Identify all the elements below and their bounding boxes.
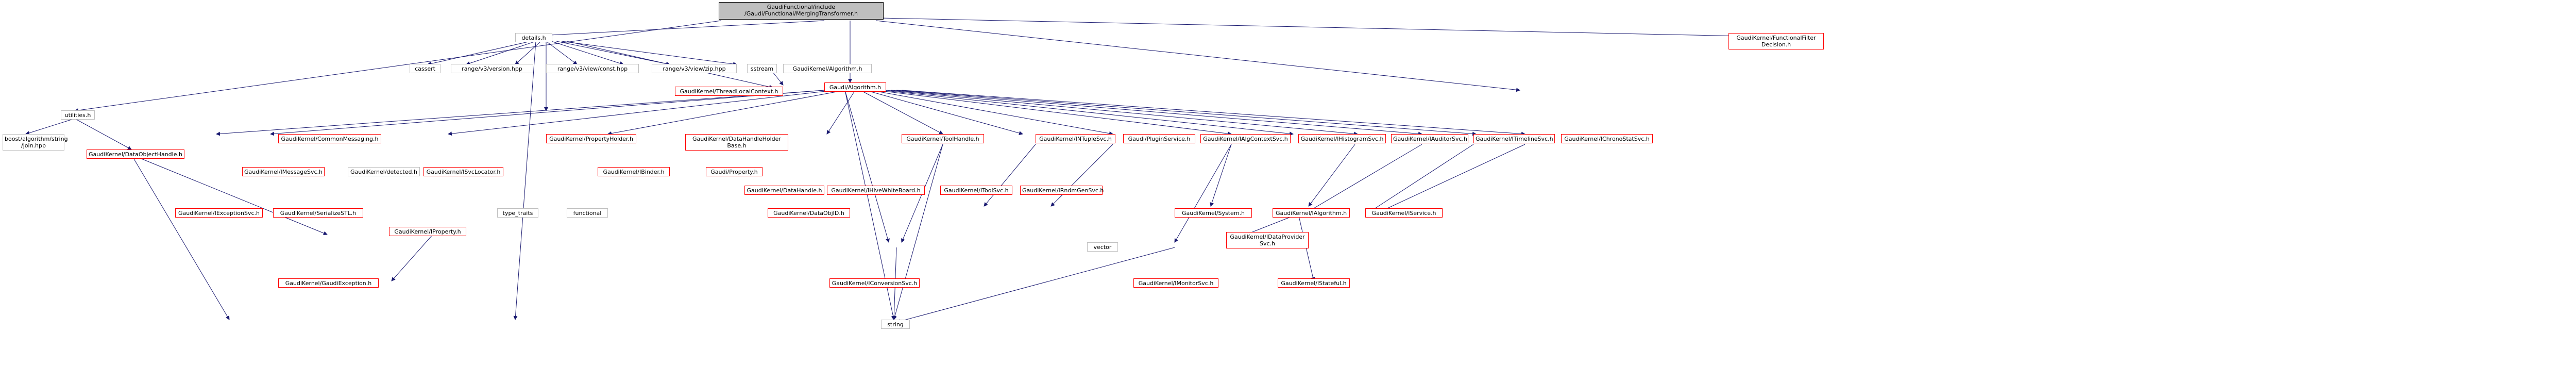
node-i-property[interactable]: GaudiKernel/IProperty.h [389, 227, 466, 236]
node-gk-algorithm-h[interactable]: GaudiKernel/Algorithm.h [783, 64, 872, 73]
node-tool-handle[interactable]: GaudiKernel/ToolHandle.h [902, 134, 984, 143]
node-monitor-svc[interactable]: GaudiKernel/IMonitorSvc.h [1133, 278, 1218, 288]
node-string[interactable]: string [881, 320, 910, 329]
node-tool-svc[interactable]: GaudiKernel/IToolSvc.h [940, 186, 1012, 195]
node-property-holder[interactable]: GaudiKernel/PropertyHolder.h [546, 134, 636, 143]
node-property-h[interactable]: Gaudi/Property.h [706, 167, 762, 176]
node-data-obj-id[interactable]: GaudiKernel/DataObjID.h [768, 208, 850, 218]
node-timeline-svc[interactable]: GaudiKernel/ITimelineSvc.h [1473, 134, 1555, 143]
node-svc-locator[interactable]: GaudiKernel/ISvcLocator.h [423, 167, 503, 176]
node-sstream[interactable]: sstream [747, 64, 777, 73]
node-gaudi-exception[interactable]: GaudiKernel/GaudiException.h [278, 278, 379, 288]
node-data-handle-holder[interactable]: GaudiKernel/DataHandleHolder Base.h [685, 134, 788, 151]
node-i-stateful[interactable]: GaudiKernel/IStateful.h [1278, 278, 1350, 288]
node-alg-context-svc[interactable]: GaudiKernel/IAlgContextSvc.h [1200, 134, 1291, 143]
node-boost-join[interactable]: boost/algorithm/string /join.hpp [3, 134, 68, 151]
node-i-service[interactable]: GaudiKernel/IService.h [1365, 208, 1443, 218]
node-filter-decision[interactable]: GaudiKernel/FunctionalFilter Decision.h [1728, 33, 1824, 49]
node-plugin-service[interactable]: Gaudi/PluginService.h [1123, 134, 1195, 143]
edge-layer [25, 18, 1742, 324]
node-data-object-handle[interactable]: GaudiKernel/DataObjectHandle.h [87, 150, 184, 159]
node-serialize-stl[interactable]: GaudiKernel/SerializeSTL.h [273, 208, 363, 218]
node-ranges-version[interactable]: range/v3/version.hpp [451, 64, 533, 73]
node-audit-or-svc[interactable]: GaudiKernel/IAuditorSvc.h [1391, 134, 1468, 143]
node-detected[interactable]: GaudiKernel/detected.h [348, 167, 420, 176]
node-algorithm-h[interactable]: Gaudi/Algorithm.h [824, 82, 886, 92]
node-type-traits[interactable]: type_traits [497, 208, 538, 218]
node-root[interactable]: GaudiFunctional/include /Gaudi/Functiona… [719, 2, 884, 20]
node-ranges-zip[interactable]: range/v3/view/zip.hpp [652, 64, 737, 73]
node-utilities[interactable]: utilities.h [61, 110, 95, 120]
node-vector[interactable]: vector [1087, 242, 1118, 252]
node-histogram-svc[interactable]: GaudiKernel/IHistogramSvc.h [1298, 134, 1386, 143]
node-i-algorithm[interactable]: GaudiKernel/IAlgorithm.h [1273, 208, 1350, 218]
node-data-handle[interactable]: GaudiKernel/DataHandle.h [744, 186, 824, 195]
node-conversion-svc[interactable]: GaudiKernel/IConversionSvc.h [829, 278, 920, 288]
node-exception-svc[interactable]: GaudiKernel/IExceptionSvc.h [175, 208, 263, 218]
node-rndm-gen-svc[interactable]: GaudiKernel/IRndmGenSvc.h [1020, 186, 1104, 195]
node-thread-local[interactable]: GaudiKernel/ThreadLocalContext.h [675, 87, 783, 96]
node-i-binder[interactable]: GaudiKernel/IBinder.h [598, 167, 670, 176]
node-chrono-stat-svc[interactable]: GaudiKernel/IChronoStatSvc.h [1561, 134, 1653, 143]
node-data-provider-svc[interactable]: GaudiKernel/IDataProvider Svc.h [1226, 232, 1309, 248]
node-cassert[interactable]: cassert [410, 64, 440, 73]
node-functional[interactable]: functional [567, 208, 608, 218]
node-common-messaging[interactable]: GaudiKernel/CommonMessaging.h [278, 134, 381, 143]
node-hive-whiteboard[interactable]: GaudiKernel/IHiveWhiteBoard.h [827, 186, 925, 195]
node-ranges-const[interactable]: range/v3/view/const.hpp [546, 64, 639, 73]
node-details[interactable]: details.h [515, 33, 552, 42]
node-n-tuple-svc[interactable]: GaudiKernel/INTupleSvc.h [1036, 134, 1115, 143]
node-message-svc[interactable]: GaudiKernel/IMessageSvc.h [242, 167, 325, 176]
node-i-system[interactable]: GaudiKernel/System.h [1175, 208, 1252, 218]
